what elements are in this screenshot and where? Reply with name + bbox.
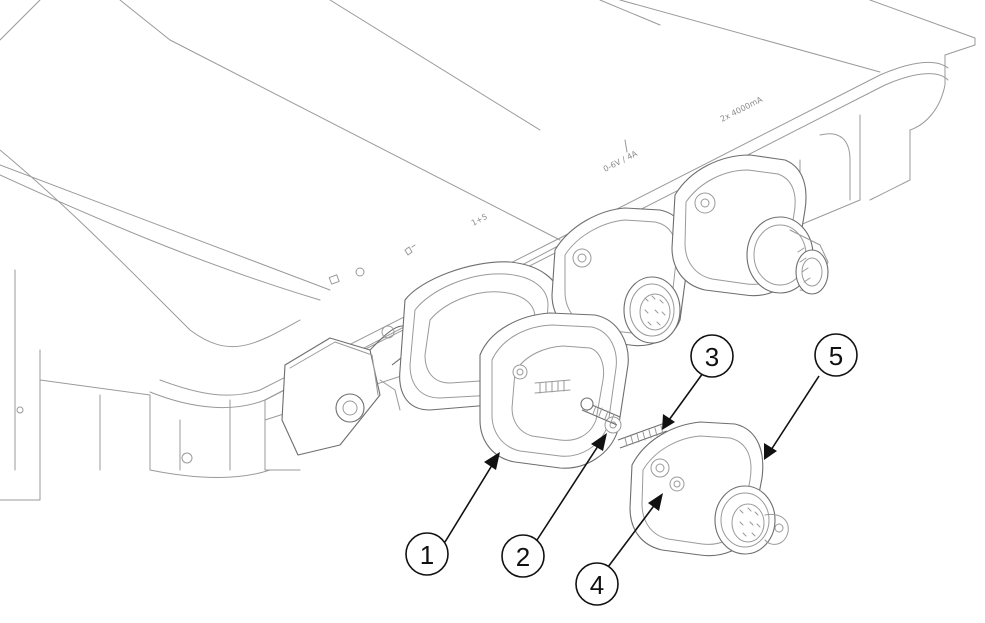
small-port-label: 1+5: [470, 212, 489, 228]
callout-2: 2: [501, 534, 545, 578]
port-rating-label: 0-6V / 4A: [602, 149, 639, 174]
callout-5: 5: [814, 333, 858, 377]
callout-3: 3: [690, 334, 734, 378]
hex-cap: [281, 325, 415, 456]
exploded-square-flange: [479, 312, 629, 469]
threaded-stud: [617, 422, 668, 449]
callout-leaders: [444, 372, 820, 568]
callout-1-label: 1: [420, 540, 434, 570]
callout-4-label: 4: [590, 570, 604, 600]
installed-connector-right: [671, 154, 829, 297]
screw: [580, 397, 621, 426]
panel-rating-label: 2x 4000mA: [719, 95, 765, 124]
installed-connector-middle: [551, 207, 689, 347]
callout-4: 4: [575, 562, 619, 606]
callout-3-label: 3: [705, 342, 719, 372]
callout-2-label: 2: [516, 542, 530, 572]
callout-1: 1: [405, 532, 449, 576]
callout-5-label: 5: [829, 341, 843, 371]
exploded-connector: [629, 421, 789, 557]
